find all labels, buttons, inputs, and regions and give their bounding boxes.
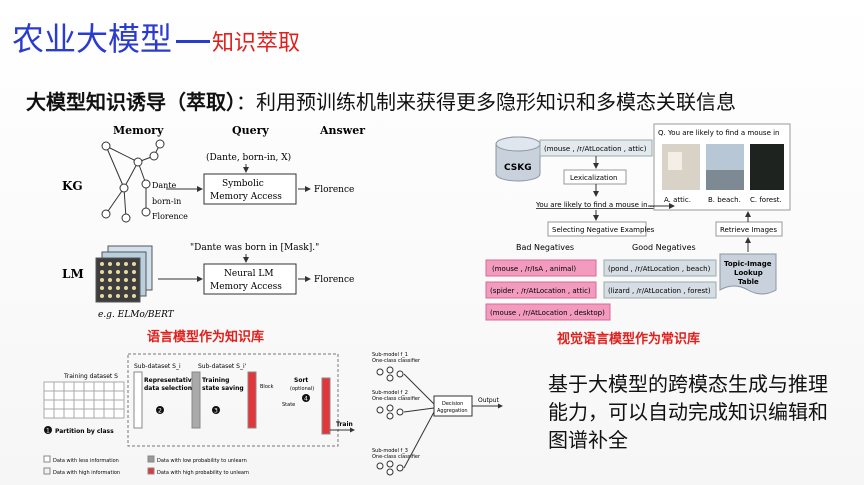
good-negative-2: (lizard , /r/AtLocation , forest) [608, 287, 711, 295]
lookup-table-icon [719, 253, 777, 295]
lm-label: LM [62, 267, 84, 281]
lexicalization-label: Lexicalization [570, 174, 617, 182]
submodel-2-sub: One-class classifier [372, 396, 421, 402]
legend-3: Data with high information [53, 470, 120, 476]
lookup-line3: Table [738, 278, 759, 286]
lm-matrix [95, 245, 153, 303]
lookup-line1: Topic-Image [724, 260, 772, 268]
subtitle-rest: ：利用预训练机制来获得更多隐形知识和多模态关联信息 [236, 90, 736, 114]
retrieve-images-label: Retrieve Images [720, 226, 777, 234]
submodel-3-label: Sub-model f_3 [372, 448, 408, 454]
right-summary-text: 基于大模型的跨模态生成与推理能力，可以自动完成知识编辑和图谱补全 [548, 372, 828, 452]
header-query: Query [232, 124, 269, 137]
lm-box-line2: Memory Access [210, 282, 282, 292]
lm-answer: Florence [314, 275, 354, 285]
step-3-line2: state saving [202, 385, 244, 392]
kg-box-line1: Symbolic [222, 179, 264, 189]
kg-symbolic-box [203, 173, 297, 205]
kg-graph [101, 139, 165, 223]
decision-line2: Aggregation [437, 408, 468, 414]
output-label: Output [478, 397, 499, 404]
submodel-1: Sub-model f_1 One-class classifier [372, 352, 421, 382]
cskg-label: CSKG [504, 163, 532, 173]
negative-examples-label: Selecting Negative Examples [552, 226, 655, 234]
option-b: B. beach. [708, 196, 741, 204]
lm-box-line1: Neural LM [224, 269, 274, 279]
option-image-forest [750, 144, 784, 190]
submodel-2-label: Sub-model f_2 [372, 390, 408, 396]
step-3-line1: Training [202, 377, 229, 384]
bad-negative-1: (mouse , /r/IsA , animal) [492, 265, 576, 273]
kg-query: (Dante, born-in, X) [206, 152, 291, 163]
step-4-line1: Sort [294, 377, 308, 384]
lookup-line2: Lookup [734, 269, 763, 277]
step-3-number: 3 [214, 408, 218, 415]
title-sub: 知识萃取 [212, 31, 301, 56]
image-question: Q. You are likely to find a mouse in [658, 129, 780, 137]
kg-answer: Florence [314, 185, 354, 195]
slide-title: 农业大模型 知识萃取 [12, 14, 300, 60]
training-grid [43, 381, 125, 419]
training-dataset-label: Training dataset S [63, 373, 118, 380]
sentence-text: You are likely to find a mouse in ... [535, 201, 656, 209]
right-caption: 视觉语言模型作为常识库 [557, 332, 701, 347]
subset-label-2: Sub-dataset S_i' [198, 363, 247, 370]
slide-subtitle: 大模型知识诱导（萃取）：利用预训练机制来获得更多隐形知识和多模态关联信息 [26, 86, 736, 115]
legend-4: Data with high probability to unlearn [157, 470, 249, 476]
kg-lm-diagram: Memory Query Answer KG Dante born-in Flo… [62, 124, 365, 320]
option-c: C. forest. [750, 196, 782, 204]
train-label: Train [336, 421, 353, 428]
cskg-diagram: CSKG (mouse , /r/AtLocation , attic) Lex… [485, 123, 791, 321]
lm-neural-box [203, 263, 297, 295]
lm-query: "Dante was born in [Mask]." [190, 243, 319, 253]
subset-label-1: Sub-dataset S_i [134, 363, 181, 370]
legend-2: Data with low probability to unlearn [157, 458, 247, 464]
step-4-line2: (optional) [290, 386, 314, 392]
header-answer: Answer [319, 124, 365, 137]
submodel-3-sub: One-class classifier [372, 454, 421, 460]
kg-node-born-in: born-in [152, 197, 181, 206]
title-main: 农业大模型 [12, 20, 173, 58]
decision-line1: Decision [442, 401, 463, 407]
legend-1: Data with less information [53, 458, 119, 464]
submodel-1-sub: One-class classifier [372, 358, 421, 364]
kg-node-dante: Dante [152, 181, 177, 190]
header-memory: Memory [113, 124, 164, 137]
title-dash [176, 39, 211, 43]
kg-label: KG [62, 179, 83, 193]
submodel-2: Sub-model f_2 One-class classifier [372, 390, 421, 420]
good-negatives-title: Good Negatives [632, 243, 696, 252]
bad-negative-2: (spider , /r/AtLocation , attic) [490, 287, 591, 295]
left-caption: 语言模型作为知识库 [147, 330, 265, 345]
kg-node-florence: Florence [152, 212, 188, 221]
step-4-number: 4 [304, 396, 308, 403]
triple-top: (mouse , /r/AtLocation , attic) [544, 145, 647, 153]
option-a: A. attic. [664, 196, 691, 204]
partition-label: Partition by class [55, 428, 114, 435]
step-2-line1: Representative [144, 377, 196, 384]
step-2-line2: data selection [144, 385, 192, 392]
bad-negatives-title: Bad Negatives [516, 243, 574, 252]
lm-note: e.g. ELMo/BERT [98, 310, 175, 320]
submodel-1-label: Sub-model f_1 [372, 352, 408, 358]
good-negative-1: (pond , /r/AtLocation , beach) [608, 265, 711, 273]
block-label: Block [260, 384, 274, 390]
pipeline-diagram: Training dataset S 1 Partition by class … [43, 352, 503, 476]
state-label: State [282, 402, 295, 408]
bad-negative-3: (mouse , /r/AtLocation , desktop) [490, 309, 605, 317]
subtitle-bold: 大模型知识诱导（萃取） [26, 90, 236, 114]
submodel-3: Sub-model f_3 One-class classifier [372, 448, 421, 476]
step-1-number: 1 [46, 428, 50, 435]
step-2-number: 2 [158, 408, 162, 415]
kg-box-line2: Memory Access [210, 192, 282, 202]
